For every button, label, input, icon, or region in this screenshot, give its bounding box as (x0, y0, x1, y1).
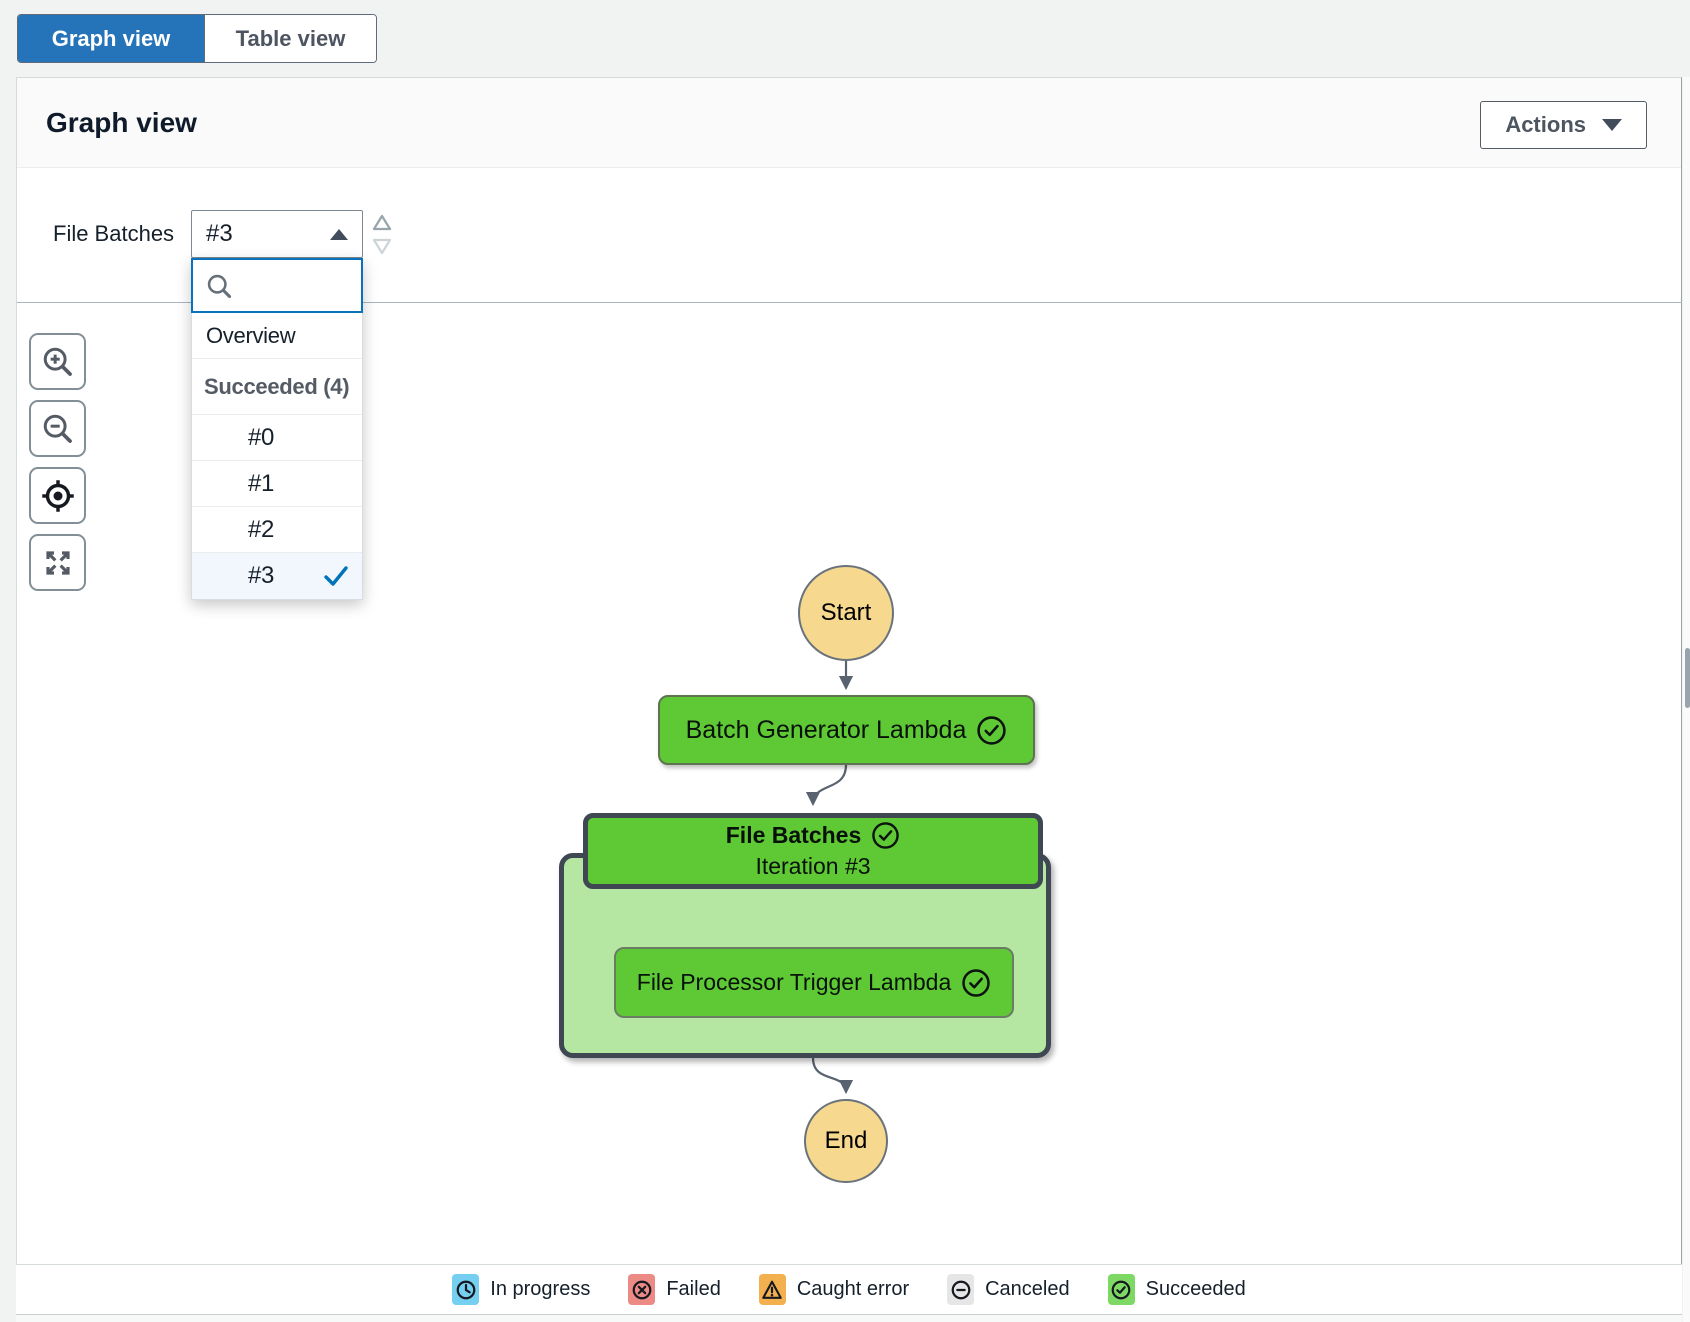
zoom-out-icon (43, 414, 72, 443)
iteration-dropdown-list: Overview Succeeded (4) #0 #1 #2 #3 (191, 313, 363, 600)
legend-label: Caught error (796, 1278, 910, 1300)
end-node[interactable]: End (804, 1099, 888, 1183)
iteration-dropdown-panel: Overview Succeeded (4) #0 #1 #2 #3 (191, 258, 363, 600)
card-header: Graph view Actions (17, 78, 1681, 168)
legend-item-caught-error: Caught error (758, 1274, 910, 1305)
dropdown-item-iteration-0[interactable]: #0 (192, 415, 362, 461)
canceled-badge (947, 1274, 975, 1305)
dropdown-item-iteration-3[interactable]: #3 (192, 553, 362, 599)
dropdown-search-box (191, 258, 363, 313)
legend-item-in-progress: In progress (452, 1274, 590, 1305)
circle-x-icon (632, 1280, 652, 1299)
legend-label: Succeeded (1145, 1278, 1246, 1300)
iteration-selector-label: File Batches (53, 221, 175, 246)
status-legend: In progress Failed Caught error (16, 1264, 1682, 1314)
chevron-up-icon (330, 228, 348, 240)
zoom-in-icon (43, 347, 72, 376)
vertical-scrollbar-thumb[interactable] (1685, 648, 1690, 708)
legend-label: In progress (490, 1278, 591, 1300)
batch-generator-lambda-node[interactable]: Batch Generator Lambda (658, 695, 1035, 765)
crosshair-icon (41, 479, 74, 512)
iteration-select-trigger[interactable]: #3 (191, 210, 363, 258)
search-icon (207, 274, 232, 298)
failed-badge (628, 1274, 656, 1305)
view-tabs: Graph view Table view (17, 14, 377, 63)
legend-item-failed: Failed (628, 1274, 721, 1305)
stepper-down-icon[interactable] (372, 238, 392, 255)
dropdown-group-succeeded: Succeeded (4) (192, 359, 362, 415)
iteration-stepper (372, 214, 392, 255)
circle-check-icon (1111, 1280, 1131, 1299)
dropdown-item-iteration-2[interactable]: #2 (192, 507, 362, 553)
dropdown-item-iteration-1[interactable]: #1 (192, 461, 362, 507)
chevron-down-icon (1602, 119, 1622, 131)
caught-error-badge (758, 1274, 786, 1305)
node-label: Batch Generator Lambda (685, 715, 967, 744)
file-processor-trigger-lambda-node[interactable]: File Processor Trigger Lambda (614, 947, 1014, 1018)
node-label: File Processor Trigger Lambda (636, 969, 952, 995)
dropdown-item-overview[interactable]: Overview (192, 313, 362, 359)
start-node[interactable]: Start (798, 565, 894, 661)
succeeded-badge (1107, 1274, 1135, 1305)
dropdown-item-label: #3 (248, 562, 275, 589)
graph-toolbar (29, 333, 86, 591)
succeeded-check-icon (962, 968, 990, 997)
succeeded-check-icon (977, 715, 1007, 745)
iteration-select-value: #3 (206, 220, 233, 247)
legend-item-succeeded: Succeeded (1107, 1274, 1246, 1305)
center-graph-button[interactable] (29, 467, 86, 524)
toolbar-divider (17, 302, 1682, 303)
warning-triangle-icon (762, 1280, 783, 1299)
legend-label: Canceled (985, 1278, 1070, 1300)
tab-graph-view[interactable]: Graph view (18, 15, 204, 62)
actions-button[interactable]: Actions (1480, 101, 1647, 149)
map-subtitle: Iteration #3 (755, 853, 871, 879)
page-title: Graph view (46, 107, 197, 138)
expand-arrows-icon (45, 550, 70, 575)
tab-table-view[interactable]: Table view (204, 15, 376, 62)
in-progress-badge (452, 1274, 480, 1305)
fit-view-button[interactable] (29, 534, 86, 591)
clock-icon (456, 1280, 476, 1299)
stepper-up-icon[interactable] (372, 214, 392, 231)
legend-item-canceled: Canceled (947, 1274, 1070, 1305)
selected-check-icon (324, 566, 348, 586)
file-batches-map-header[interactable]: File Batches Iteration #3 (583, 813, 1043, 889)
map-title: File Batches (725, 822, 862, 848)
zoom-in-button[interactable] (29, 333, 86, 390)
legend-label: Failed (666, 1278, 721, 1300)
dropdown-search-input[interactable] (241, 271, 345, 300)
next-card-edge (16, 1314, 1682, 1322)
succeeded-check-icon (872, 822, 900, 849)
circle-minus-icon (951, 1280, 970, 1299)
zoom-out-button[interactable] (29, 400, 86, 457)
actions-button-label: Actions (1505, 112, 1586, 137)
